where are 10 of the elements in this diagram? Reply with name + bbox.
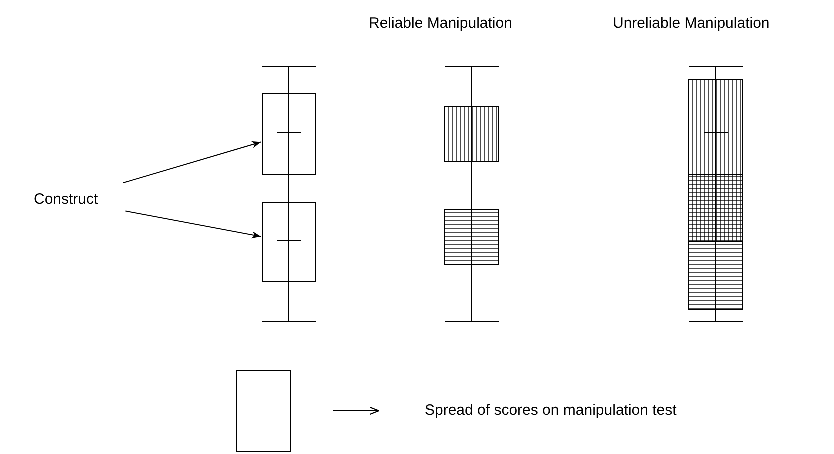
arrow — [332, 406, 380, 416]
column-heading: Unreliable Manipulation — [613, 15, 770, 33]
legend-box — [236, 370, 291, 452]
legend-text: Spread of scores on manipulation test — [425, 402, 677, 420]
column-heading: Reliable Manipulation — [369, 15, 512, 33]
node-label: Construct — [34, 191, 98, 209]
arrow — [122, 141, 262, 184]
score-box — [262, 93, 316, 175]
arrow — [125, 210, 262, 239]
score-box — [262, 202, 316, 282]
